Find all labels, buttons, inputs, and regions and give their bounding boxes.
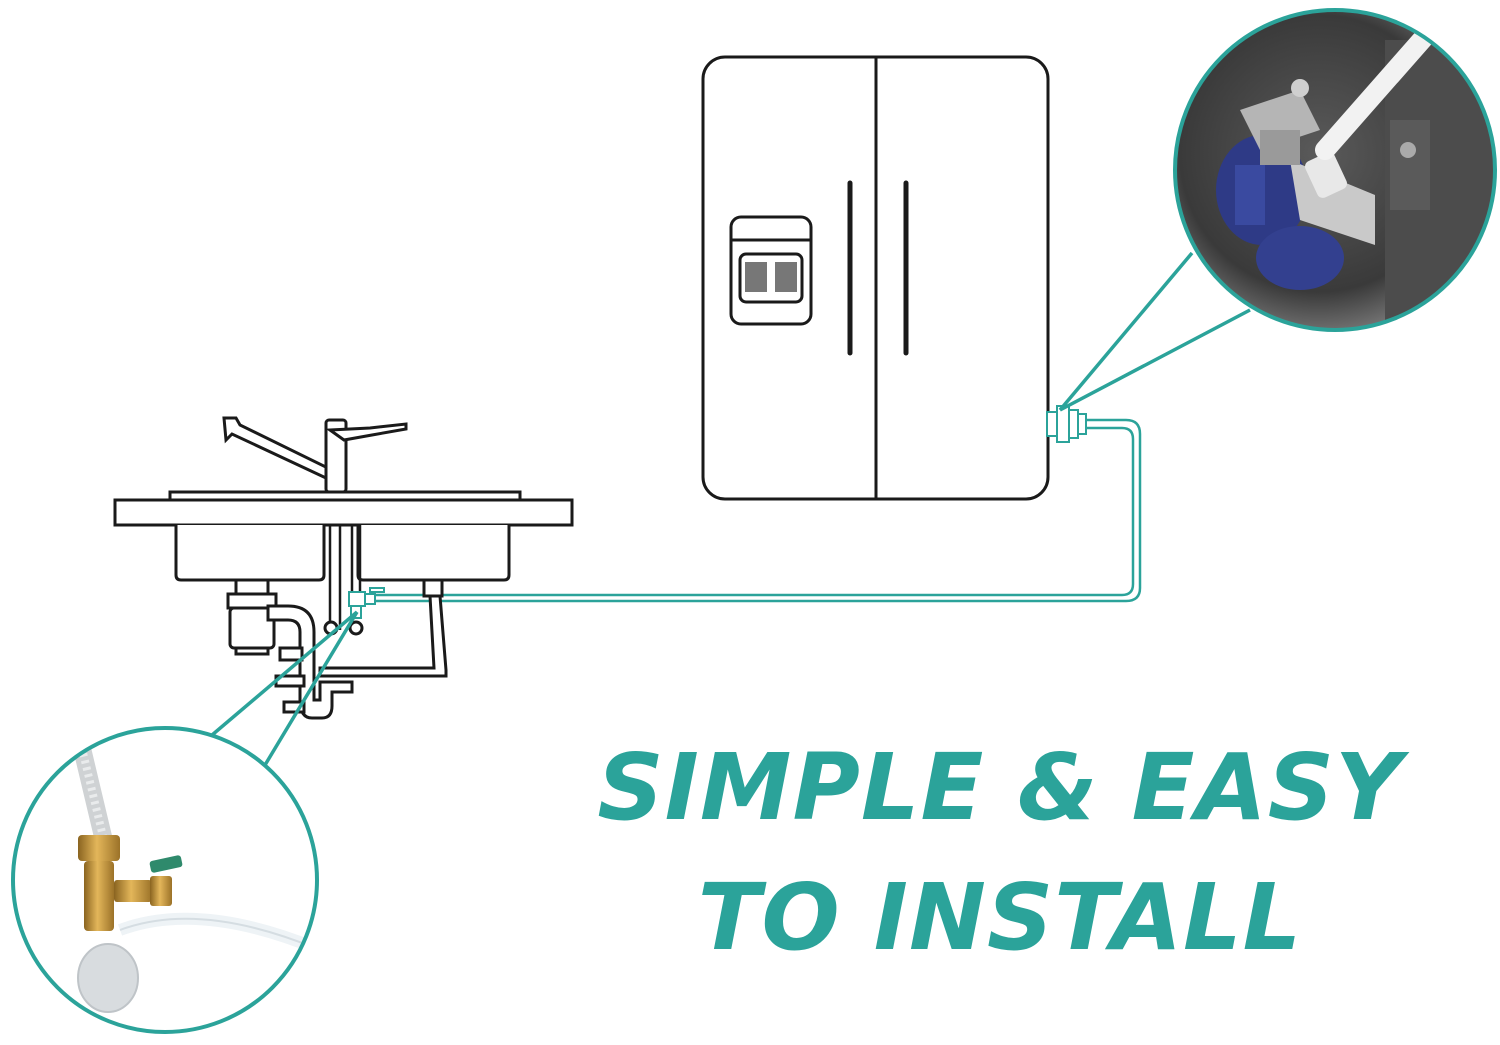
water-dispenser <box>729 215 813 326</box>
tee-valve-inset <box>11 726 319 1034</box>
sink <box>113 416 574 720</box>
water-supply-line <box>370 418 1142 603</box>
fridge-callout-pointer <box>1058 251 1251 412</box>
faucet <box>222 416 408 494</box>
refrigerator <box>701 55 1050 501</box>
sink-callout-pointer <box>190 610 359 781</box>
headline-line-2: TO INSTALL <box>697 864 1303 971</box>
fridge-valve-inset <box>1173 8 1497 332</box>
fridge-inlet-fitting <box>1046 405 1087 443</box>
headline-line-1: SIMPLE & EASY <box>597 734 1403 841</box>
